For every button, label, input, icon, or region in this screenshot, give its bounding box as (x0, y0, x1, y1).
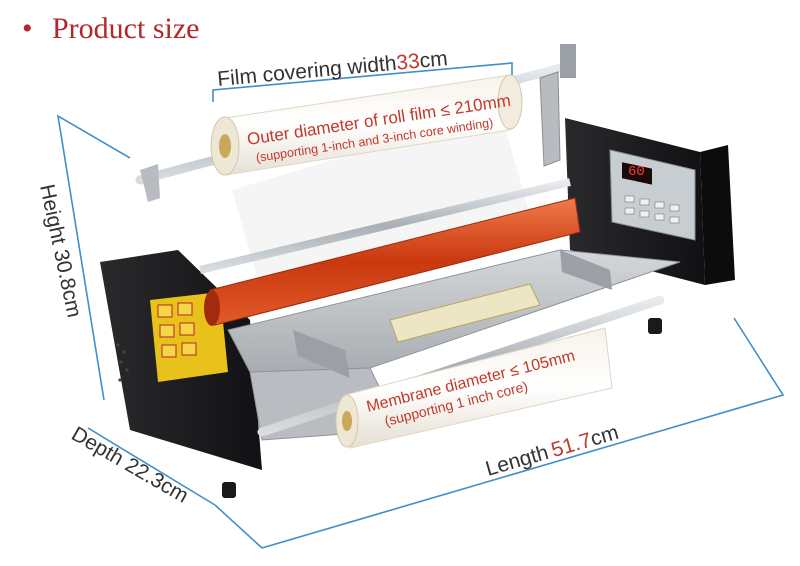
plate-sticker (389, 283, 541, 343)
adjust-knob (560, 44, 576, 78)
height-label: Height 30.8cm (35, 182, 86, 319)
guide-right (560, 250, 612, 290)
control-buttons (624, 195, 680, 224)
steel-roller (199, 178, 571, 274)
film-width-line (212, 62, 513, 102)
film-sheet (232, 110, 530, 280)
right-bracket (539, 71, 561, 167)
length-label: Length51.7cm (483, 421, 621, 481)
upper-film-roll (210, 74, 523, 176)
length-line (261, 317, 785, 549)
svg-text:Film covering width33cm: Film covering width33cm (216, 47, 448, 91)
svg-text:Height 30.8cm: Height 30.8cm (35, 182, 86, 319)
svg-text:Length51.7cm: Length51.7cm (483, 421, 621, 481)
display-readout: 60 (628, 164, 645, 180)
left-bracket (140, 164, 160, 202)
laminator-machine: 60 (100, 44, 735, 498)
dimension-lines (56, 62, 785, 549)
display-screen (622, 162, 652, 185)
guide-left (293, 330, 350, 378)
vent-holes (116, 343, 129, 382)
heading-bullet: • (22, 12, 33, 45)
foot-left (222, 482, 236, 498)
depth-line (87, 427, 216, 506)
lower-film-roll (335, 327, 613, 449)
height-line (56, 114, 131, 401)
foot-right (648, 318, 662, 334)
heading-title: Product size (52, 12, 199, 45)
film-width-label: Film covering width33cm (216, 47, 448, 91)
